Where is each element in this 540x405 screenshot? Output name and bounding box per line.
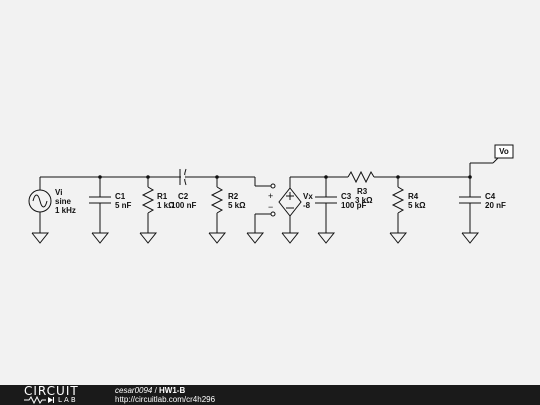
footer-bar: CIRCUIT LAB cesar0094 / HW1-B http://cir… bbox=[0, 385, 540, 405]
ground-icon bbox=[139, 232, 158, 244]
circuitlab-logo[interactable]: CIRCUIT bbox=[24, 384, 79, 398]
source-name: Vi bbox=[55, 188, 62, 197]
r4-name: R4 bbox=[408, 192, 419, 201]
circuit-url-link[interactable]: http://circuitlab.com/cr4h296 bbox=[115, 395, 216, 404]
r2-name: R2 bbox=[228, 192, 239, 201]
source-type: sine bbox=[55, 197, 72, 206]
junction-dot bbox=[215, 175, 219, 179]
sine-wave-icon bbox=[32, 194, 48, 208]
circuit-title[interactable]: HW1-B bbox=[159, 386, 186, 395]
ground-symbols bbox=[31, 232, 480, 244]
vo-label-box bbox=[494, 144, 514, 159]
c1-name: C1 bbox=[115, 192, 126, 201]
r2-value: 5 kΩ bbox=[228, 201, 246, 210]
r2-zigzag bbox=[210, 186, 224, 214]
source-freq: 1 kHz bbox=[55, 206, 76, 215]
c4-value: 20 nF bbox=[485, 201, 506, 210]
c3-name: C3 bbox=[341, 192, 352, 201]
ground-icon bbox=[461, 232, 480, 244]
port-terminal-plus bbox=[270, 183, 276, 189]
ground-icon bbox=[91, 232, 110, 244]
r4-value: 5 kΩ bbox=[408, 201, 426, 210]
ground-icon bbox=[281, 232, 300, 244]
r4-zigzag bbox=[391, 186, 405, 214]
r1-zigzag bbox=[141, 186, 155, 214]
ground-icon bbox=[246, 232, 265, 244]
vo-label: Vo bbox=[499, 147, 509, 156]
ground-icon bbox=[389, 232, 408, 244]
junction-dot bbox=[324, 175, 328, 179]
c4-name: C4 bbox=[485, 192, 496, 201]
ground-icon bbox=[31, 232, 50, 244]
r3-zigzag bbox=[347, 170, 375, 184]
ground-icon bbox=[317, 232, 336, 244]
circuit-credit: cesar0094 / HW1-B bbox=[115, 386, 185, 395]
logo-lab-text: LAB bbox=[58, 396, 78, 404]
c2-name: C2 bbox=[178, 192, 189, 201]
r3-name: R3 bbox=[357, 187, 368, 196]
port-terminal-minus bbox=[270, 211, 276, 217]
junction-dot bbox=[468, 175, 472, 179]
r1-name: R1 bbox=[157, 192, 168, 201]
r3-value: 3 kΩ bbox=[355, 196, 373, 205]
c2-gap bbox=[181, 175, 185, 179]
port-minus-sign: − bbox=[268, 202, 273, 212]
c2-value: 100 nF bbox=[171, 201, 196, 210]
author-name[interactable]: cesar0094 bbox=[115, 386, 153, 395]
logo-resistor-icon bbox=[24, 396, 54, 404]
vcvs-gain: -8 bbox=[303, 201, 311, 210]
c3-value: 100 pF bbox=[341, 201, 366, 210]
c1-value: 5 nF bbox=[115, 201, 132, 210]
junction-dot bbox=[98, 175, 102, 179]
vcvs-name: Vx bbox=[303, 192, 313, 201]
junction-dot bbox=[146, 175, 150, 179]
junction-dot bbox=[396, 175, 400, 179]
port-plus-sign: + bbox=[268, 191, 273, 201]
ground-icon bbox=[208, 232, 227, 244]
junction-dots bbox=[98, 175, 472, 179]
circuit-schematic: Vo Vi sine 1 kHz C1 5 nF R1 1 kΩ C2 100 … bbox=[28, 144, 514, 244]
r1-value: 1 kΩ bbox=[157, 201, 175, 210]
credit-separator: / bbox=[152, 386, 160, 395]
